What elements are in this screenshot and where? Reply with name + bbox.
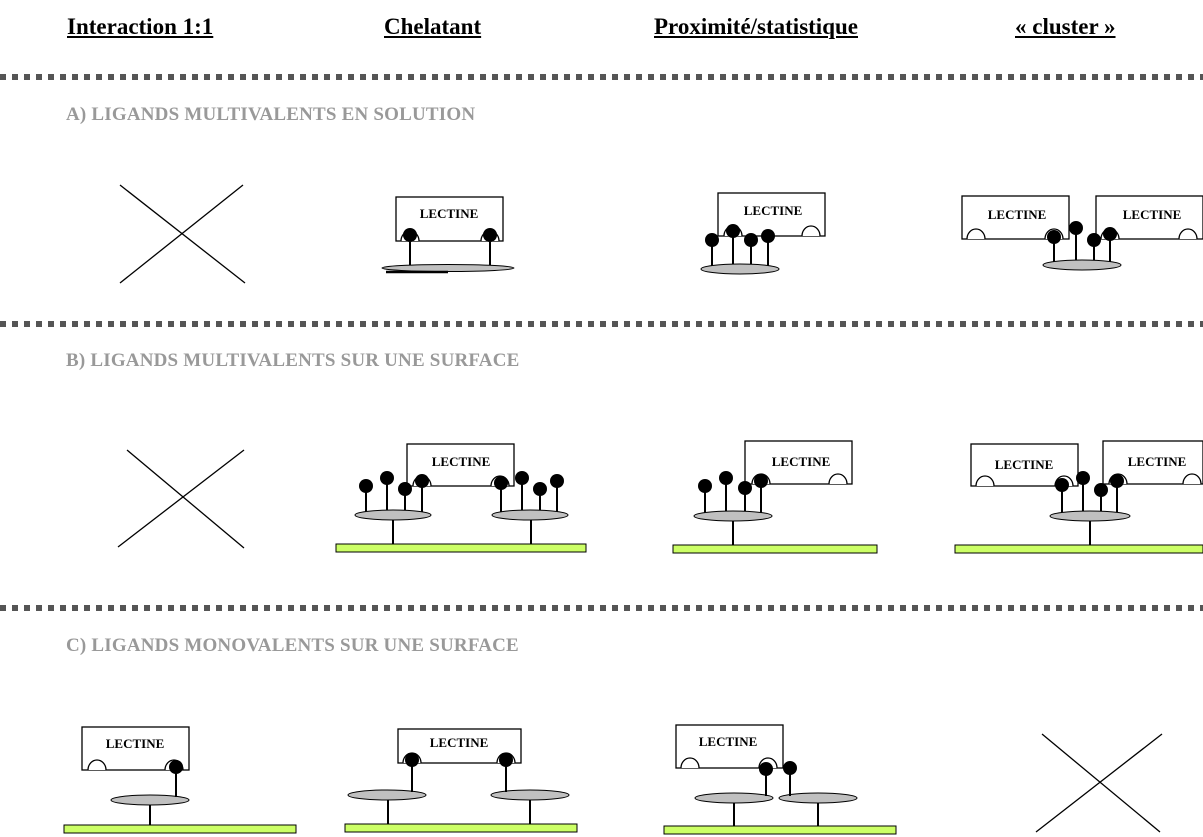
ligand-head bbox=[415, 474, 429, 488]
ligand-head bbox=[533, 482, 547, 496]
header-chelatant: Chelatant bbox=[384, 14, 482, 39]
surface-bar bbox=[344, 823, 578, 833]
scaffold-disc bbox=[347, 789, 427, 801]
no-interaction-cross-a bbox=[119, 184, 246, 284]
scaffold-disc bbox=[694, 792, 774, 804]
lectin-label: LECTINE bbox=[988, 207, 1047, 222]
ligand-head bbox=[483, 228, 497, 242]
ligand-head bbox=[719, 471, 733, 485]
ligand-head bbox=[550, 474, 564, 488]
lectin-label: LECTINE bbox=[430, 735, 489, 750]
lectin-label: LECTINE bbox=[772, 454, 831, 469]
ligand-head bbox=[698, 479, 712, 493]
lectin-label: LECTINE bbox=[420, 206, 479, 221]
ligand-head bbox=[403, 228, 417, 242]
ligand-head bbox=[1069, 221, 1083, 235]
ligand-head bbox=[398, 482, 412, 496]
no-interaction-cross-c bbox=[1035, 733, 1163, 833]
c-chelatant-scheme: LECTINE bbox=[344, 728, 578, 833]
ligand-head bbox=[783, 761, 797, 775]
b-chelatant-scheme: LECTINE bbox=[335, 443, 587, 553]
ligand-head bbox=[754, 474, 768, 488]
scaffold-disc bbox=[491, 509, 569, 521]
header-proximite-statistique: Proximité/statistique bbox=[654, 14, 858, 39]
section-title-a: A) LIGANDS MULTIVALENTS EN SOLUTION bbox=[66, 104, 476, 125]
scaffold-disc bbox=[1042, 259, 1122, 271]
section-title-b: B) LIGANDS MULTIVALENTS SUR UNE SURFACE bbox=[66, 350, 520, 371]
c-interaction-scheme: LECTINE bbox=[63, 726, 297, 834]
ligand-head bbox=[1110, 474, 1124, 488]
scaffold-disc bbox=[778, 792, 858, 804]
ligand-head bbox=[494, 476, 508, 490]
lectin-label: LECTINE bbox=[744, 203, 803, 218]
ligand-head bbox=[1103, 227, 1117, 241]
header-interaction-1-1: Interaction 1:1 bbox=[67, 14, 214, 39]
lectin-label: LECTINE bbox=[699, 734, 758, 749]
c-proximite-scheme: LECTINE bbox=[663, 724, 897, 835]
scaffold-disc bbox=[110, 794, 190, 806]
scaffold-disc bbox=[1049, 510, 1131, 522]
lectin-label: LECTINE bbox=[1123, 207, 1182, 222]
scaffold-disc bbox=[490, 789, 570, 801]
b-proximite-scheme: LECTINE bbox=[672, 440, 878, 554]
ligand-head bbox=[1047, 230, 1061, 244]
ligand-head bbox=[405, 753, 419, 767]
ligand-head bbox=[738, 481, 752, 495]
header-cluster: « cluster » bbox=[1015, 14, 1116, 39]
ligand-head bbox=[705, 233, 719, 247]
scaffold-disc bbox=[354, 509, 432, 521]
scaffold-disc bbox=[700, 263, 780, 275]
b-cluster-scheme: LECTINE LECTINE bbox=[954, 440, 1203, 554]
surface-bar bbox=[663, 825, 897, 835]
a-chelatant-scheme: LECTINE bbox=[381, 196, 515, 274]
ligand-head bbox=[515, 471, 529, 485]
ligand-head bbox=[499, 753, 513, 767]
ligand-head bbox=[169, 760, 183, 774]
surface-bar bbox=[63, 824, 297, 834]
no-interaction-cross-b bbox=[117, 449, 245, 549]
scaffold-disc bbox=[693, 510, 773, 522]
section-title-c: C) LIGANDS MONOVALENTS SUR UNE SURFACE bbox=[66, 635, 519, 656]
surface-bar bbox=[954, 544, 1203, 554]
lectin-label: LECTINE bbox=[1128, 454, 1187, 469]
lectin-label: LECTINE bbox=[106, 736, 165, 751]
ligand-head bbox=[744, 233, 758, 247]
ligand-head bbox=[1076, 471, 1090, 485]
ligand-head bbox=[761, 229, 775, 243]
ligand-head bbox=[1087, 233, 1101, 247]
ligand-head bbox=[1094, 483, 1108, 497]
ligand-head bbox=[359, 479, 373, 493]
lectin-label: LECTINE bbox=[432, 454, 491, 469]
ligand-head bbox=[1055, 478, 1069, 492]
surface-bar bbox=[335, 543, 587, 553]
ligand-head bbox=[726, 224, 740, 238]
lectin-label: LECTINE bbox=[995, 457, 1054, 472]
surface-bar bbox=[672, 544, 878, 554]
a-proximite-scheme: LECTINE bbox=[700, 192, 826, 275]
scaffold-disc bbox=[381, 264, 515, 272]
ligand-head bbox=[380, 471, 394, 485]
a-cluster-scheme: LECTINE LECTINE bbox=[961, 195, 1203, 271]
ligand-head bbox=[759, 762, 773, 776]
